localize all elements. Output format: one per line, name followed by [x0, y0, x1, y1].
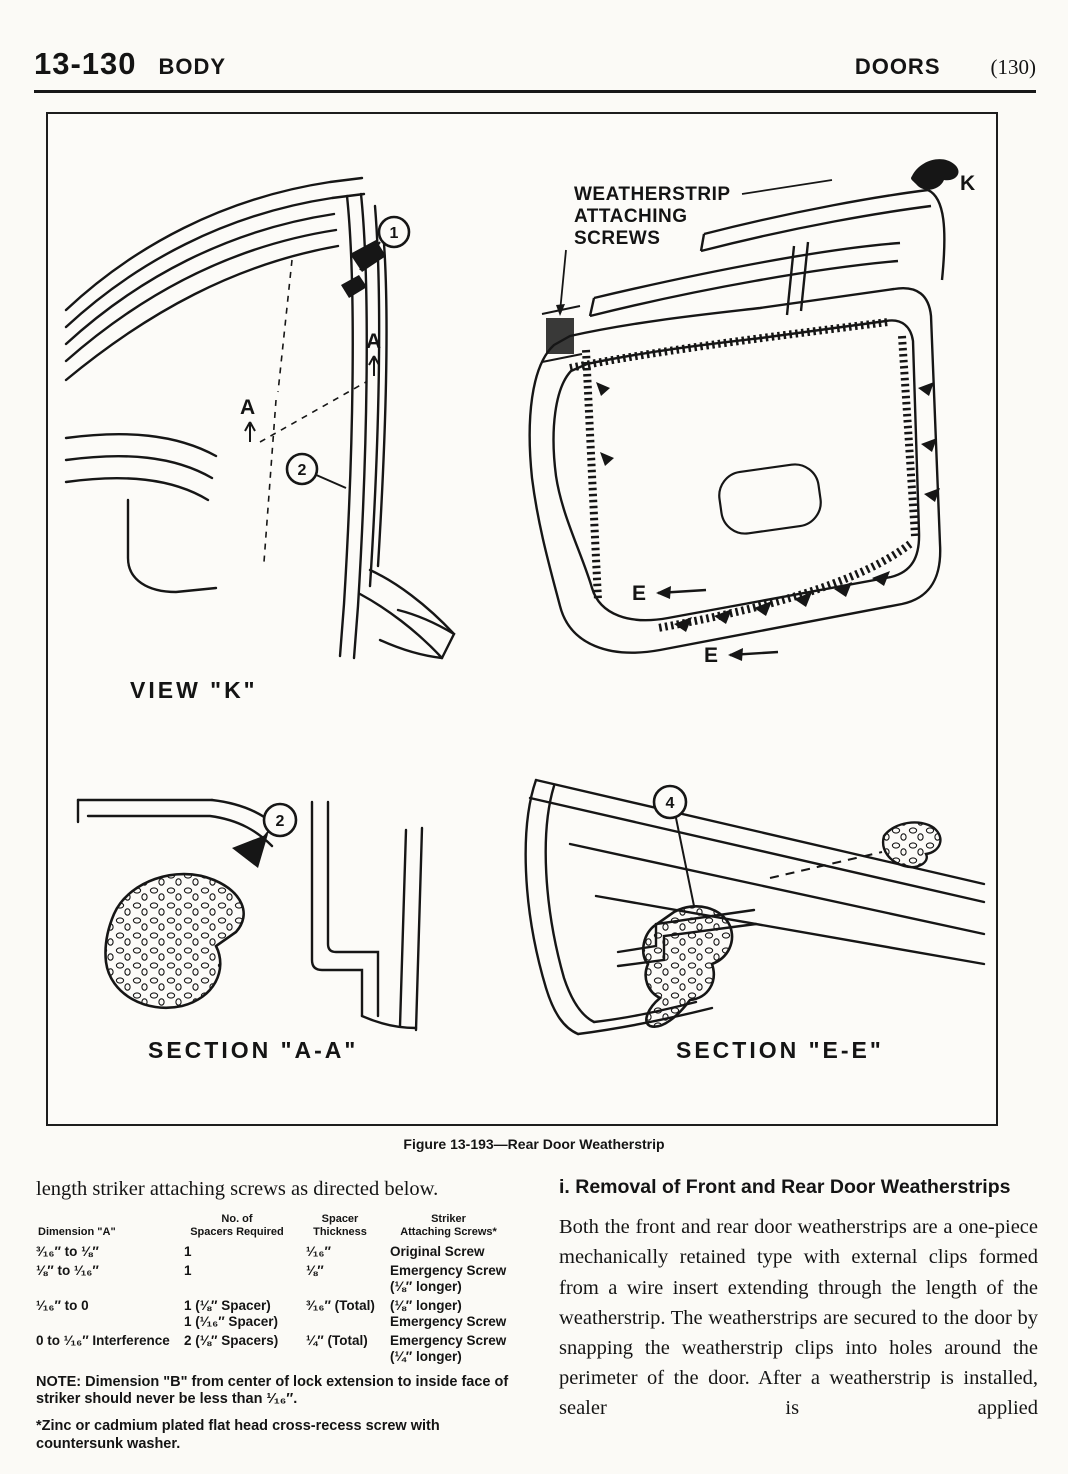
letter-a-lower: A — [240, 396, 255, 419]
weatherstrip-blob — [641, 904, 734, 1028]
note-paragraph: NOTE: Dimension "B" from center of lock … — [36, 1373, 509, 1408]
callout-2-number-aa: 2 — [276, 813, 285, 830]
page-number: 13-130 — [34, 46, 137, 81]
table-header-screws: Striker Attaching Screws* — [400, 1213, 497, 1239]
footnote-paragraph: *Zinc or cadmium plated flat head cross-… — [36, 1418, 440, 1453]
weatherstrip-section-blob — [104, 872, 245, 1009]
table-cell: ⅛″ — [306, 1262, 324, 1278]
view-k-label: VIEW "K" — [130, 677, 258, 703]
section-title: BODY — [158, 54, 227, 79]
letter-e-lower: E — [704, 644, 718, 667]
weatherstrip-clip-shapes — [341, 240, 386, 298]
section-aa-drawing: 2 SECTION "A-A" — [76, 798, 424, 1063]
table-cell: ¼″ (Total) — [306, 1332, 368, 1348]
clip-blob — [881, 821, 942, 869]
table-cell: ³⁄₁₆″ (Total) — [306, 1297, 375, 1313]
callout-1-marker: 1 — [359, 215, 411, 271]
table-cell: ¹⁄₁₆″ to 0 — [36, 1297, 89, 1313]
header-right: DOORS (130) — [855, 54, 1036, 80]
section-ee-drawing: 4 SECTION "E-E" — [524, 778, 986, 1063]
table-cell: 1 — [184, 1244, 192, 1260]
letter-e-upper: E — [632, 582, 646, 605]
body-paragraph: Both the front and rear door weatherstri… — [559, 1216, 1038, 1420]
door-outline — [528, 188, 946, 654]
table-cell: 1 (⅛″ Spacer) 1 (¹⁄₁₆″ Spacer) — [184, 1297, 278, 1329]
weatherstrip-label: WEATHERSTRIP ATTACHING SCREWS — [556, 179, 833, 316]
section-aa-label: SECTION "A-A" — [148, 1037, 358, 1063]
callout-2-marker: 2 — [285, 452, 347, 489]
callout-2-marker-aa: 2 — [259, 802, 298, 843]
access-hole — [718, 463, 822, 535]
rear-door-drawing: WEATHERSTRIP ATTACHING SCREWS K E E — [528, 159, 975, 667]
k-blob — [911, 159, 959, 190]
striker-spacer-table: Dimension "A" No. of Spacers Required Sp… — [36, 1213, 515, 1364]
weatherstrip-band — [569, 318, 919, 632]
page-reference: (130) — [990, 55, 1037, 79]
chapter-title: DOORS — [854, 54, 941, 79]
callout-1-number: 1 — [390, 225, 399, 242]
k-marker: K — [911, 159, 975, 195]
table-cell: (⅛″ longer) Emergency Screw — [390, 1297, 507, 1329]
weatherstrip-label-line1: WEATHERSTRIP — [574, 184, 731, 205]
section-a-markers: A A — [240, 330, 381, 442]
door-bottom-lines — [524, 778, 986, 1036]
hidden-line — [769, 851, 883, 879]
callout-4-number: 4 — [666, 795, 675, 812]
table-cell: 2 (⅛″ Spacers) — [184, 1332, 279, 1348]
table-cell: ³⁄₁₆″ to ⅛″ — [36, 1244, 99, 1260]
figure-caption: Figure 13-193—Rear Door Weatherstrip — [403, 1136, 665, 1152]
intro-paragraph: length striker attaching screws as direc… — [36, 1178, 439, 1200]
page-header: 13-130 BODY DOORS (130) — [34, 46, 1036, 93]
table-cell: ¹⁄₁₆″ — [306, 1244, 331, 1260]
callout-2-number: 2 — [298, 462, 307, 479]
e-markers: E E — [632, 582, 779, 667]
figure-13-193-frame: 1 2 A A VIEW "K" — [46, 112, 998, 1126]
table-cell: 1 — [184, 1262, 192, 1278]
pillar-section-lines — [76, 798, 424, 1032]
section-cut-line — [259, 259, 367, 563]
table-cell: Original Screw — [390, 1244, 485, 1260]
table-cell: Emergency Screw (¼″ longer) — [390, 1332, 507, 1364]
section-pointer — [232, 834, 268, 868]
table-header-spacers: No. of Spacers Required — [190, 1213, 284, 1239]
table-header-thickness: Spacer Thickness — [313, 1213, 367, 1239]
weatherstrip-label-line3: SCREWS — [574, 228, 660, 249]
view-k-drawing: 1 2 A A VIEW "K" — [64, 176, 456, 703]
text-columns: length striker attaching screws as direc… — [36, 1174, 1038, 1454]
table-cell: ⅛″ to ¹⁄₁₆″ — [36, 1262, 99, 1278]
left-column: length striker attaching screws as direc… — [36, 1174, 515, 1454]
table-header-dimension: Dimension "A" — [38, 1226, 116, 1239]
table-cell: Emergency Screw (⅛″ longer) — [390, 1262, 507, 1294]
pillar-lines — [64, 176, 456, 660]
weatherstrip-label-line2: ATTACHING — [574, 206, 688, 227]
callout-4-marker: 4 — [652, 784, 695, 907]
letter-a-upper: A — [366, 330, 381, 353]
subsection-heading: i. Removal of Front and Rear Door Weathe… — [559, 1176, 1011, 1198]
letter-k: K — [960, 172, 975, 195]
weatherstrip-clips — [596, 382, 940, 632]
right-column: i. Removal of Front and Rear Door Weathe… — [559, 1174, 1038, 1454]
table-cell: 0 to ¹⁄₁₆″ Interference — [36, 1332, 170, 1348]
header-left: 13-130 BODY — [34, 46, 226, 82]
section-ee-label: SECTION "E-E" — [676, 1037, 884, 1063]
